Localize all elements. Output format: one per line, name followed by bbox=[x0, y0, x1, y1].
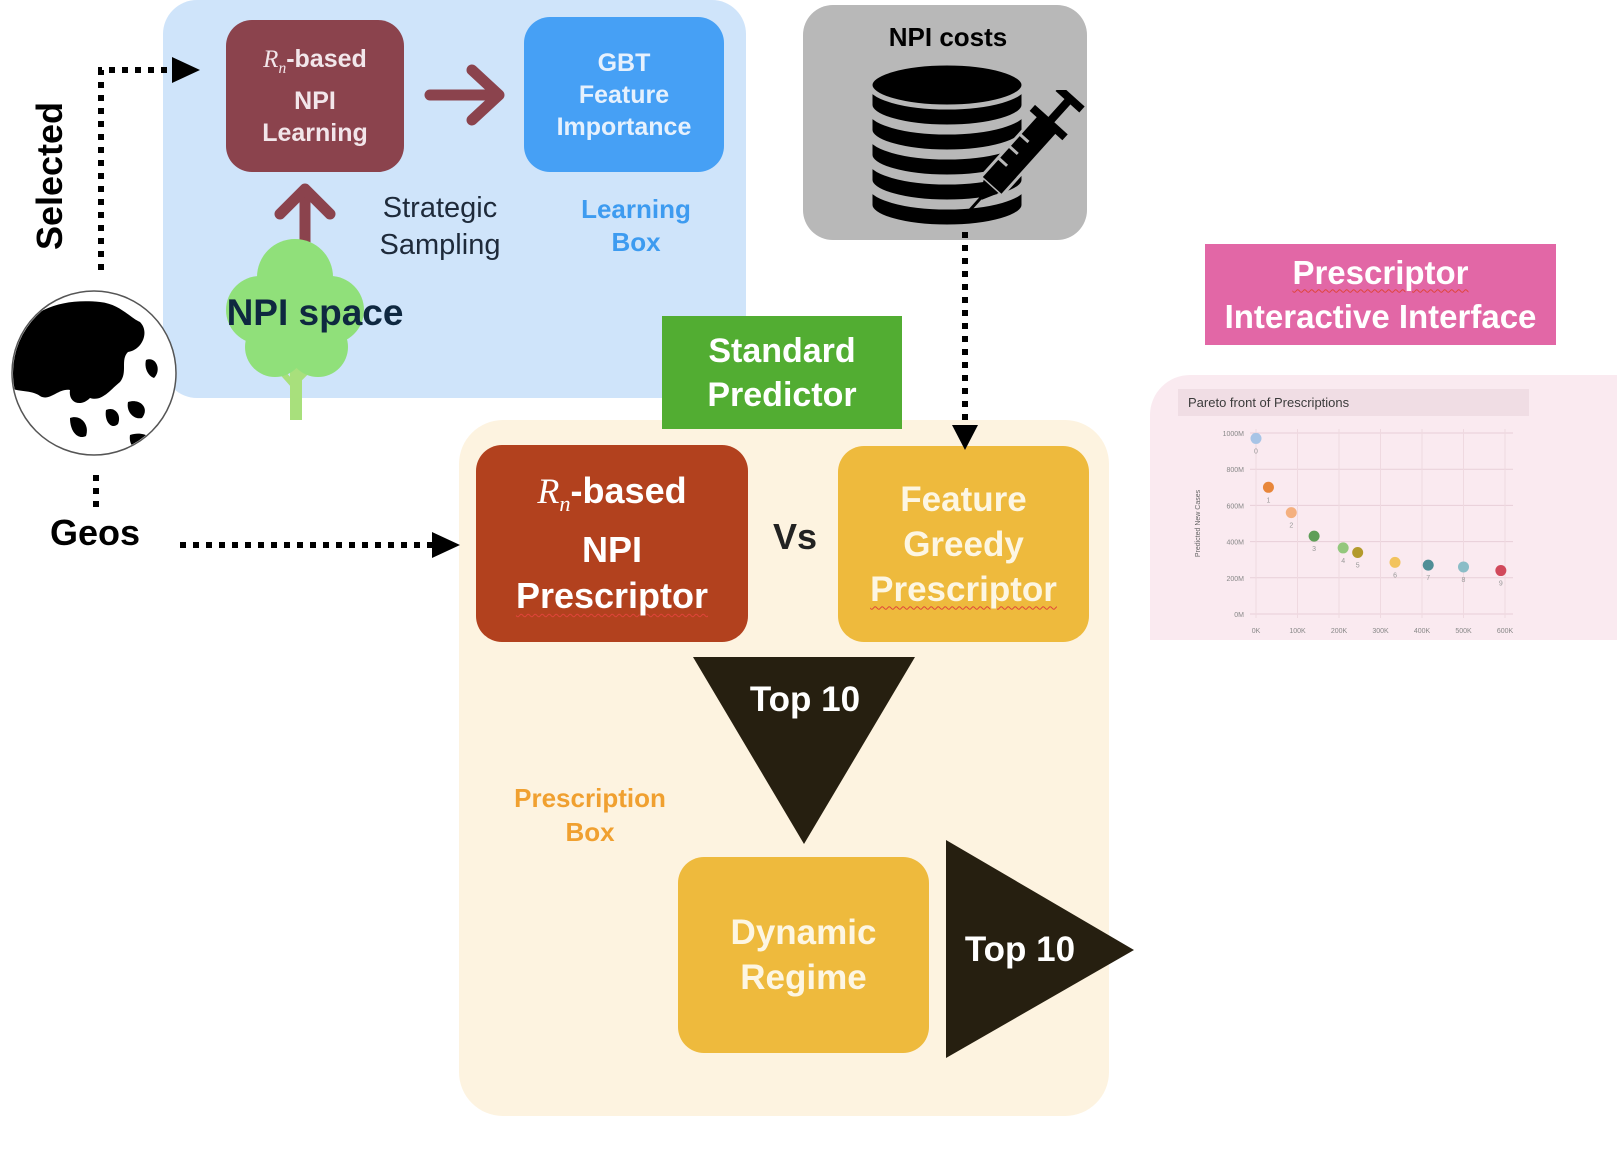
pareto-chart: 0M 200M 400M 600M 800M 1000M 0K 100K 200K 300K 400… bbox=[1195, 429, 1514, 635]
chart-title-bar bbox=[1178, 389, 1529, 416]
data-point-label: 3 bbox=[1312, 546, 1316, 553]
data-point bbox=[1352, 546, 1364, 558]
arrowhead-icon bbox=[952, 425, 978, 450]
pareto-chart-panel bbox=[1150, 375, 1617, 640]
data-point-label: 6 bbox=[1393, 572, 1397, 579]
vs-label: Vs bbox=[772, 516, 818, 557]
data-point bbox=[1250, 432, 1262, 444]
data-point bbox=[1422, 559, 1434, 571]
dynamic-regime-box: Dynamic Regime bbox=[678, 857, 929, 1053]
prescription-box-label: Prescription Box bbox=[514, 783, 666, 847]
data-point bbox=[1458, 561, 1469, 573]
npi-space-label: NPI space bbox=[226, 292, 404, 333]
syringe-icon bbox=[960, 90, 1085, 254]
data-point-label: 4 bbox=[1341, 558, 1345, 565]
data-point bbox=[1308, 530, 1320, 542]
learning-box-label: Learning Box bbox=[581, 194, 691, 257]
gbt-feature-importance-box: GBT Feature Importance bbox=[524, 17, 724, 172]
rn-npi-learning-box: Rn-based NPI Learning bbox=[226, 20, 404, 172]
data-point-label: 7 bbox=[1426, 575, 1430, 582]
y-tick-label: 1000M bbox=[1223, 431, 1245, 438]
data-point-label: 8 bbox=[1462, 577, 1466, 584]
geos-label: Geos bbox=[49, 512, 141, 553]
rn-npi-prescriptor-box: Rn-based NPI Prescriptor bbox=[476, 445, 748, 642]
data-point-label: 1 bbox=[1266, 497, 1270, 504]
y-tick-label: 0M bbox=[1234, 612, 1244, 619]
rn-symbol: Rn bbox=[263, 46, 287, 77]
x-tick-label: 200K bbox=[1331, 628, 1348, 635]
tree-icon bbox=[226, 239, 364, 420]
y-tick-label: 400M bbox=[1226, 540, 1244, 547]
y-axis-label: Predicted New Cases bbox=[1195, 489, 1202, 557]
x-tick-label: 500K bbox=[1455, 628, 1472, 635]
x-tick-label: 0K bbox=[1252, 628, 1261, 635]
rn-symbol: Rn bbox=[537, 470, 571, 517]
standard-predictor-box: Standard Predictor bbox=[662, 316, 902, 429]
globe-icon bbox=[11, 290, 177, 456]
y-tick-label: 200M bbox=[1226, 576, 1244, 583]
y-tick-label: 800M bbox=[1226, 467, 1244, 474]
prescriptor-interface-box: Prescriptor Interactive Interface bbox=[1205, 244, 1556, 345]
chart-title: Pareto front of Prescriptions bbox=[1188, 395, 1350, 410]
data-point-label: 9 bbox=[1499, 581, 1503, 588]
data-point-label: 2 bbox=[1289, 523, 1293, 530]
data-point-label: 5 bbox=[1356, 562, 1360, 569]
top10-right-triangle bbox=[946, 840, 1134, 1058]
x-tick-label: 400K bbox=[1414, 628, 1431, 635]
top10-down-label: Top 10 bbox=[749, 680, 861, 719]
feature-greedy-prescriptor-box: Feature Greedy Prescriptor bbox=[838, 446, 1089, 642]
arrowhead-icon bbox=[172, 57, 200, 83]
database-icon bbox=[867, 60, 1027, 230]
data-point bbox=[1389, 556, 1401, 568]
x-tick-label: 300K bbox=[1372, 628, 1389, 635]
data-point bbox=[1285, 507, 1297, 519]
strategic-sampling-label: Strategic Sampling bbox=[379, 192, 501, 261]
arrow-right-icon bbox=[424, 64, 505, 126]
data-point bbox=[1262, 481, 1274, 493]
data-point-label: 0 bbox=[1254, 448, 1258, 455]
x-tick-label: 100K bbox=[1289, 628, 1306, 635]
npi-costs-title: NPI costs bbox=[888, 22, 1008, 52]
top10-right-label: Top 10 bbox=[964, 930, 1076, 969]
data-point bbox=[1495, 565, 1507, 577]
top10-down-triangle bbox=[693, 657, 915, 844]
arrowhead-icon bbox=[432, 532, 460, 558]
data-point bbox=[1337, 542, 1349, 554]
y-tick-label: 600M bbox=[1226, 503, 1244, 510]
x-tick-label: 600K bbox=[1497, 628, 1514, 635]
